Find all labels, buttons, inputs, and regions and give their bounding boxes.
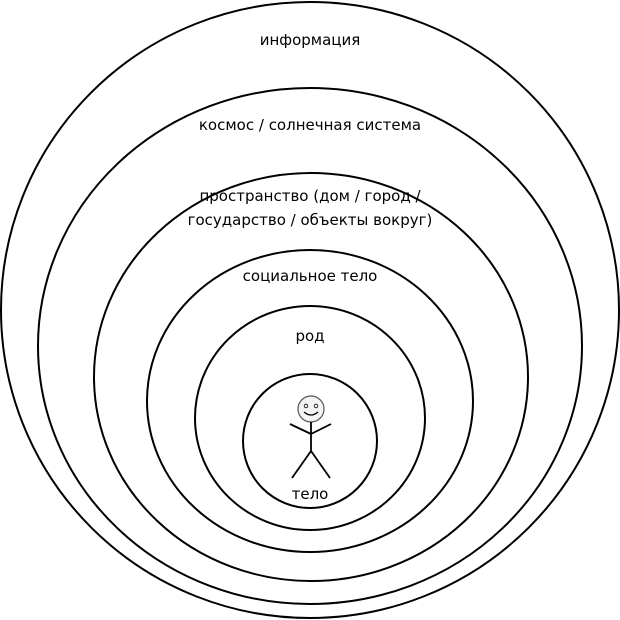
label-information: информация: [259, 31, 361, 49]
label-space-line2: государство / объекты вокруг): [187, 211, 433, 229]
label-cosmos: космос / солнечная система: [198, 116, 422, 134]
label-space-line1: пространство (дом / город /: [199, 187, 421, 205]
circle-body: [242, 373, 378, 509]
circle-space: [93, 172, 529, 582]
label-social-body: социальное тело: [242, 267, 378, 285]
stick-figure-icon: [289, 395, 332, 479]
circle-social-body: [146, 249, 474, 553]
label-body: тело: [291, 485, 329, 503]
circle-kin: [194, 305, 426, 531]
label-kin: род: [295, 327, 325, 345]
circle-cosmos: [37, 87, 583, 605]
